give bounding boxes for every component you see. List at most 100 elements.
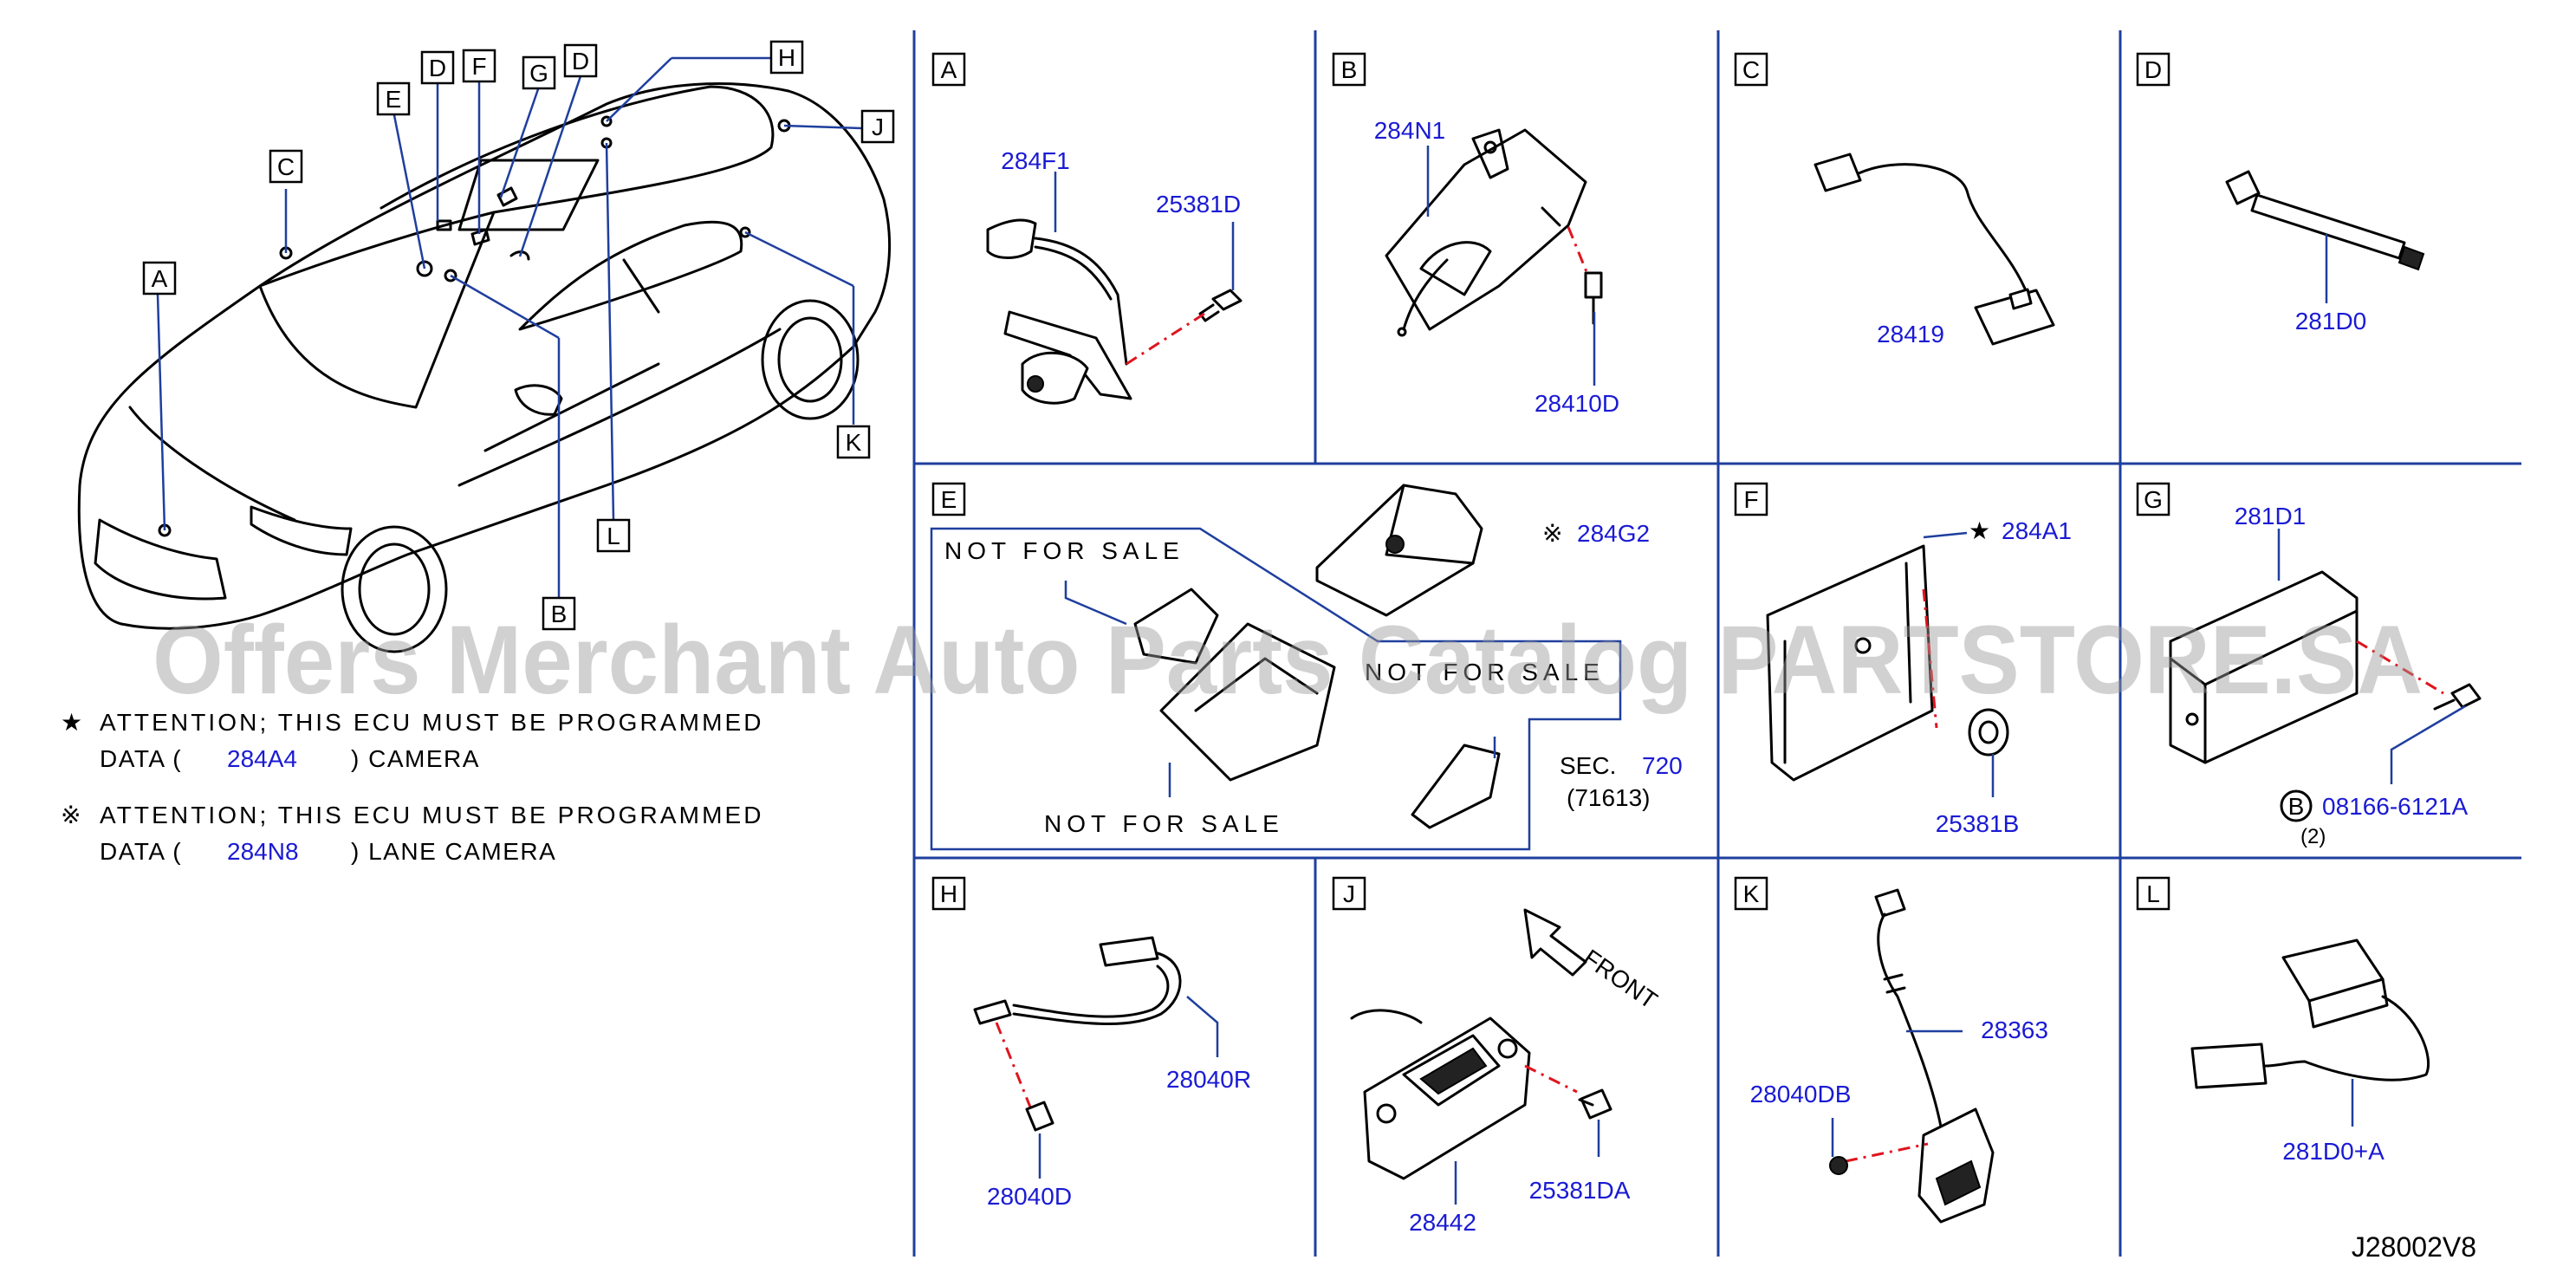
svg-text:284N8: 284N8 <box>227 838 299 865</box>
svg-text:※: ※ <box>61 802 82 828</box>
not-for-sale-label: NOT FOR SALE <box>944 537 1184 564</box>
car-outline-drawing <box>77 82 892 653</box>
screw-icon <box>1578 1088 1612 1120</box>
part-284N1[interactable]: 284N1 <box>1374 117 1446 144</box>
svg-text:H: H <box>778 44 795 71</box>
not-for-sale-label: NOT FOR SALE <box>1044 810 1284 837</box>
car-callout-a[interactable]: A <box>142 261 177 296</box>
cell-e: E NOT FOR SALE NOT FOR SALE NOT FOR SALE… <box>930 482 1683 851</box>
cell-h: H 28040R 28040D <box>931 876 1251 1210</box>
svg-text:★: ★ <box>61 709 84 736</box>
star-icon: ★ <box>1969 517 1990 544</box>
car-callout-h[interactable]: H <box>769 40 804 75</box>
part-28040DB[interactable]: 28040DB <box>1750 1081 1852 1107</box>
watermark-text: Offers Merchant Auto Parts Catalog PARTS… <box>152 606 2423 714</box>
section-sub: (71613) <box>1567 784 1651 811</box>
svg-text:L: L <box>607 523 620 549</box>
part-281D0[interactable]: 281D0 <box>2295 308 2367 334</box>
diagram-code: J28002V8 <box>2352 1231 2476 1263</box>
circle-letter: B <box>2288 793 2305 820</box>
car-callout-b[interactable]: B <box>542 596 576 631</box>
cell-a: A 284F1 25381D <box>931 52 1243 405</box>
svg-text:C: C <box>277 153 295 180</box>
parts-grid-lines <box>912 30 2521 1257</box>
svg-text:) CAMERA: ) CAMERA <box>351 745 480 772</box>
car-callout-f[interactable]: F <box>462 49 496 83</box>
car-callout-d2[interactable]: D <box>563 43 598 78</box>
svg-text:B: B <box>551 601 568 627</box>
license-lamp-camera-drawing <box>1350 1009 1531 1180</box>
clip-icon <box>1829 1156 1848 1175</box>
car-callout-j[interactable]: J <box>860 109 895 144</box>
part-25381D[interactable]: 25381D <box>1156 191 1241 218</box>
svg-text:DATA (: DATA ( <box>100 838 182 865</box>
cell-g: G 281D1 B 08166-6121A (2) <box>2136 482 2482 848</box>
car-callout-k[interactable]: K <box>836 425 871 459</box>
part-28442[interactable]: 28442 <box>1409 1209 1476 1236</box>
car-callout-boxes: A B C D D E F G H J K L <box>142 40 895 631</box>
cell-b-letter: B <box>1341 56 1358 83</box>
quantity-label: (2) <box>2300 825 2326 848</box>
cell-e-letter: E <box>941 486 957 513</box>
cell-g-letter: G <box>2144 486 2163 513</box>
part-28419[interactable]: 28419 <box>1877 321 1944 347</box>
clip-icon <box>1025 1101 1054 1132</box>
cell-f-letter: F <box>1743 486 1758 513</box>
svg-text:D: D <box>572 48 589 75</box>
cell-c: C 28419 <box>1734 52 2055 347</box>
part-28040D[interactable]: 28040D <box>987 1183 1072 1210</box>
car-callout-c[interactable]: C <box>269 149 303 184</box>
cell-d: D 281D0 <box>2136 52 2425 334</box>
bolt-icon <box>2433 683 2482 711</box>
cell-a-letter: A <box>941 56 957 83</box>
not-for-sale-label: NOT FOR SALE <box>1365 659 1605 685</box>
part-281D0-A[interactable]: 281D0+A <box>2282 1138 2385 1165</box>
sensor-cable-drawing <box>1874 888 1995 1224</box>
car-callout-leaders <box>156 56 863 598</box>
attention-notes: ★ ATTENTION; THIS ECU MUST BE PROGRAMMED… <box>61 709 762 865</box>
lane-camera-bracket-drawing <box>1385 128 1587 337</box>
cell-f: F ★ 284A1 25381B <box>1734 482 2072 837</box>
svg-text:DATA (: DATA ( <box>100 745 182 772</box>
part-28363[interactable]: 28363 <box>1981 1016 2048 1043</box>
svg-text:J: J <box>872 114 884 140</box>
section-label: SEC. <box>1560 752 1616 779</box>
part-284A1[interactable]: 284A1 <box>2002 517 2072 544</box>
part-28410D[interactable]: 28410D <box>1535 390 1619 417</box>
bracket-drawing <box>1133 588 1501 829</box>
cell-k: K 28363 28040DB <box>1734 876 2048 1224</box>
cell-b: B 284N1 28410D <box>1332 52 1619 417</box>
car-callout-e[interactable]: E <box>376 81 411 116</box>
grommet-icon <box>1968 708 2009 757</box>
sensor-harness-drawing <box>1814 153 2055 346</box>
camera-cover-drawing <box>1315 484 1483 617</box>
screw-icon <box>1198 289 1243 322</box>
svg-text:ATTENTION; THIS ECU MUST BE PR: ATTENTION; THIS ECU MUST BE PROGRAMMED <box>100 709 762 736</box>
cell-l: L 281D0+A <box>2136 876 2430 1165</box>
part-281D1[interactable]: 281D1 <box>2235 503 2307 529</box>
part-25381B[interactable]: 25381B <box>1936 810 2020 837</box>
car-callout-l[interactable]: L <box>596 518 631 553</box>
section-number[interactable]: 720 <box>1642 752 1683 779</box>
ecu-module-drawing <box>1766 544 1934 782</box>
cell-k-letter: K <box>1743 880 1760 907</box>
part-284G2[interactable]: 284G2 <box>1577 520 1650 547</box>
svg-text:284A4: 284A4 <box>227 745 297 772</box>
car-callout-d1[interactable]: D <box>420 50 455 85</box>
note-reference-mark: ※ ATTENTION; THIS ECU MUST BE PROGRAMMED… <box>61 802 762 865</box>
note-star: ★ ATTENTION; THIS ECU MUST BE PROGRAMMED… <box>61 709 762 772</box>
part-28040R[interactable]: 28040R <box>1166 1066 1251 1093</box>
part-08166-6121A[interactable]: 08166-6121A <box>2322 793 2468 820</box>
car-callout-g[interactable]: G <box>522 55 556 90</box>
cell-h-letter: H <box>940 880 957 907</box>
control-unit-drawing <box>2169 570 2359 764</box>
svg-text:F: F <box>471 53 486 80</box>
svg-text:ATTENTION; THIS ECU MUST BE PR: ATTENTION; THIS ECU MUST BE PROGRAMMED <box>100 802 762 828</box>
svg-text:G: G <box>529 60 548 87</box>
part-284F1[interactable]: 284F1 <box>1001 147 1069 174</box>
reference-mark-icon: ※ <box>1542 520 1562 547</box>
part-25381DA[interactable]: 25381DA <box>1529 1177 1631 1204</box>
front-label: FRONT <box>1579 945 1663 1015</box>
svg-text:K: K <box>846 429 862 456</box>
